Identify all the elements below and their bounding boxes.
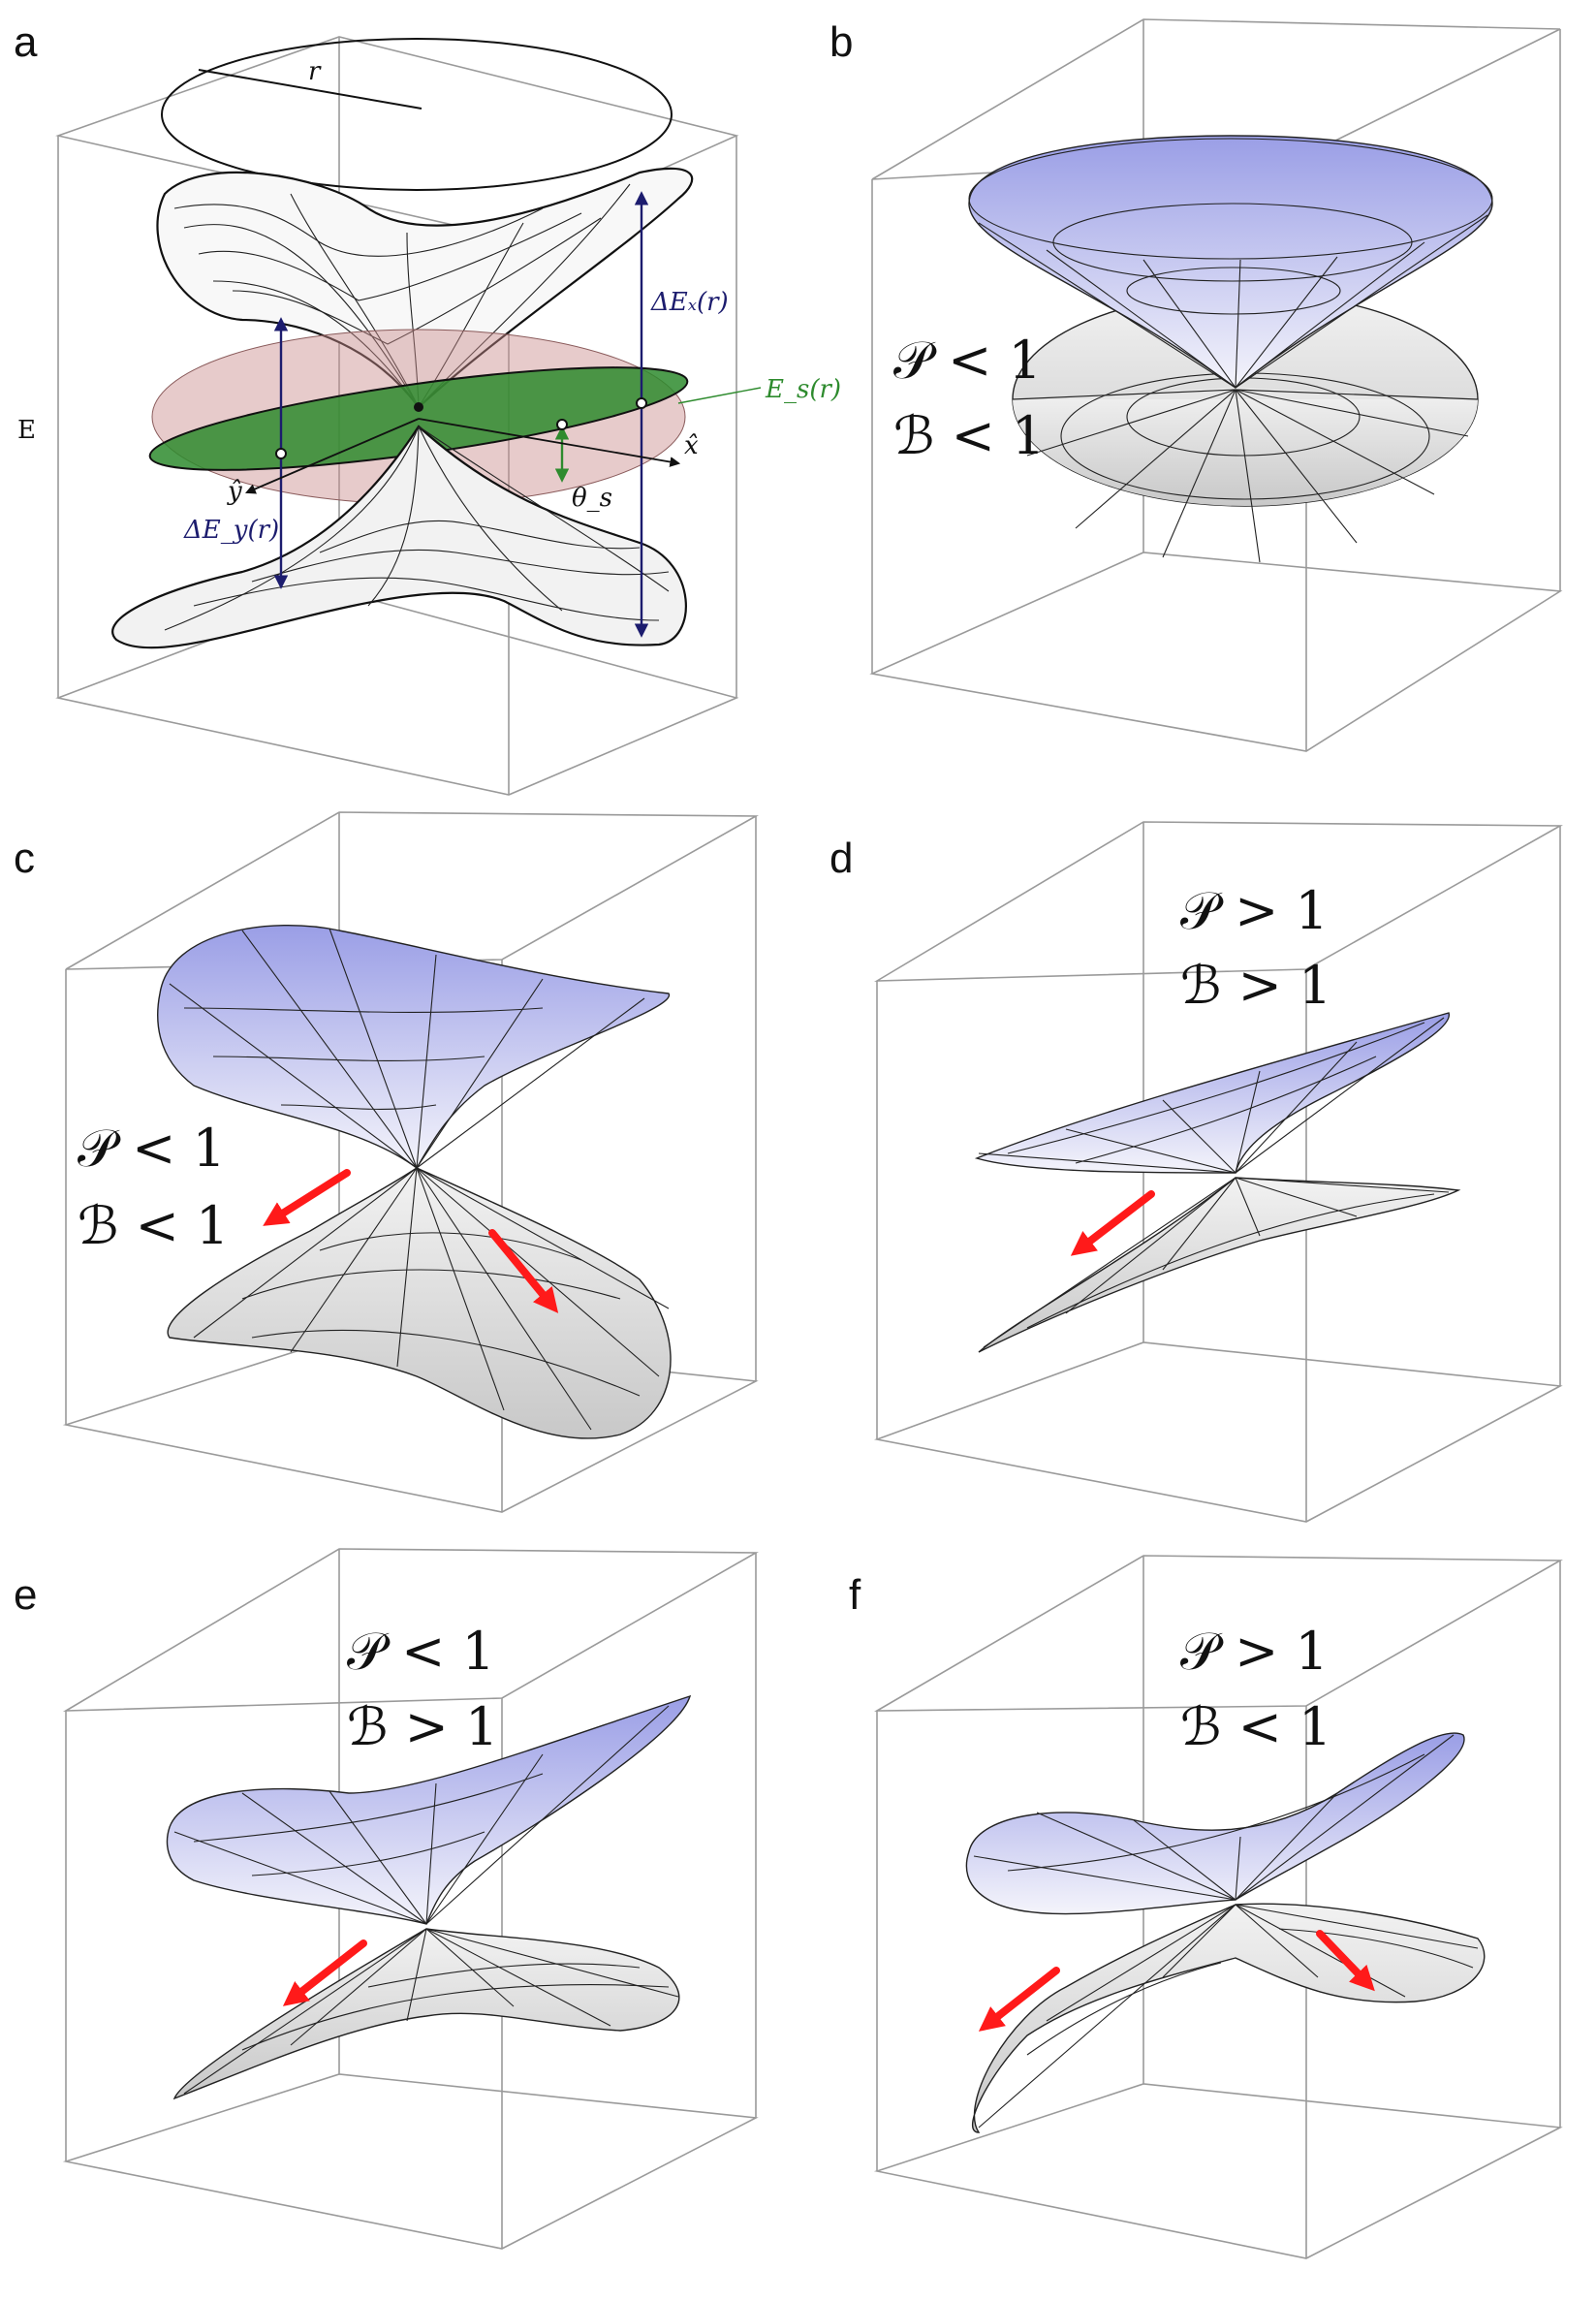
- lower-sheet-d: [978, 1177, 1461, 1353]
- red-arrow-d: [1070, 1190, 1155, 1256]
- y-axis-arrow: [245, 418, 420, 494]
- panel-label-d: d: [829, 835, 853, 882]
- panel-c: c 𝒫 < 1 ℬ < 1: [14, 811, 759, 1513]
- condition-b-e: ℬ > 1: [347, 1696, 498, 1757]
- panel-label-e: e: [14, 1571, 37, 1619]
- upper-cone-b-mesh: [968, 138, 1493, 389]
- delta-ey-label: ΔE_y(r): [183, 516, 279, 545]
- theta-s-label: θ_s: [572, 484, 612, 513]
- lower-band-c-mesh: [193, 1167, 670, 1431]
- energy-axis-label: E: [17, 416, 36, 445]
- panel-f: f 𝒫 > 1 ℬ < 1: [849, 1555, 1563, 2259]
- red-arrow-e: [282, 1939, 367, 2006]
- condition-b-d: ℬ > 1: [1180, 955, 1331, 1016]
- es-leader-line: [677, 387, 762, 404]
- x-hat-label: x̂: [684, 431, 699, 460]
- upper-sheet-d: [974, 1012, 1450, 1174]
- x-axis-arrow: [418, 418, 681, 467]
- r-label: r: [308, 57, 322, 86]
- bounding-box-d: [873, 821, 1563, 1523]
- lower-cone-b-mesh: [1026, 372, 1469, 563]
- condition-b-f: ℬ < 1: [1180, 1696, 1331, 1757]
- condition-p-b: 𝒫 < 1: [893, 330, 1042, 391]
- upper-band-c: [157, 924, 670, 1170]
- panel-label-a: a: [14, 18, 38, 66]
- panel-label-b: b: [829, 18, 853, 66]
- panel-a: a r E: [14, 18, 841, 796]
- upper-band-c-mesh: [169, 928, 645, 1169]
- condition-b-c: ℬ < 1: [78, 1195, 229, 1256]
- condition-p-f: 𝒫 > 1: [1180, 1621, 1329, 1682]
- upper-band-e: [166, 1694, 692, 1925]
- radius-ellipse: [161, 38, 673, 191]
- radius-line: [198, 69, 422, 110]
- red-arrow-f-left: [978, 1967, 1060, 2032]
- y-hat-label: ŷ: [227, 477, 242, 506]
- red-arrow-c-left: [263, 1169, 351, 1226]
- lower-band-e-mesh: [183, 1928, 679, 2095]
- condition-b-b: ℬ < 1: [893, 405, 1045, 466]
- s-point: [556, 419, 568, 430]
- upper-band-f: [965, 1732, 1465, 1915]
- es-label: E_s(r): [765, 375, 841, 404]
- lower-band-f-mesh: [978, 1904, 1479, 2129]
- condition-p-e: 𝒫 < 1: [347, 1621, 495, 1682]
- condition-p-d: 𝒫 > 1: [1180, 880, 1329, 941]
- red-arrow-f-right: [1316, 1930, 1375, 1992]
- panel-label-f: f: [849, 1571, 861, 1619]
- lower-band-c: [167, 1167, 672, 1439]
- delta-ex-label: ΔEₓ(r): [650, 288, 729, 317]
- lower-sheet-d-mesh: [983, 1177, 1450, 1348]
- panel-d: d 𝒫 > 1 ℬ > 1: [829, 821, 1563, 1523]
- bounding-box-f: [873, 1555, 1563, 2259]
- upper-band-surface: [156, 167, 694, 409]
- upper-sheet-d-mesh: [978, 1017, 1445, 1174]
- x-point: [636, 397, 647, 409]
- condition-p-c: 𝒫 < 1: [78, 1118, 226, 1179]
- panel-label-c: c: [14, 835, 35, 882]
- upper-band-f-mesh: [973, 1734, 1455, 1901]
- red-arrow-c-right: [488, 1229, 559, 1313]
- y-point: [275, 448, 287, 459]
- panel-e: e 𝒫 < 1 ℬ > 1: [14, 1548, 759, 2250]
- panel-b: b 𝒫 < 1 ℬ < 1: [829, 18, 1563, 752]
- lower-band-e: [172, 1928, 680, 2100]
- cone-apex-dot: [414, 402, 423, 412]
- upper-band-e-mesh: [173, 1705, 670, 1925]
- lower-band-f: [972, 1903, 1486, 2133]
